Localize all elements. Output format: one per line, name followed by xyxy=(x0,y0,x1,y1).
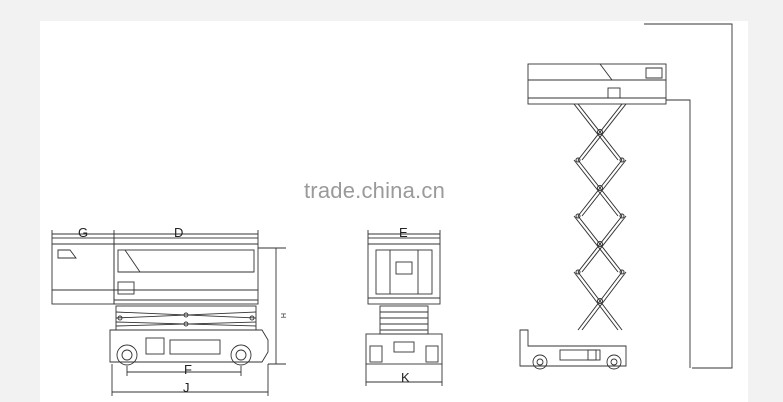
label-k: K xyxy=(401,370,410,385)
platform-extension xyxy=(51,237,115,305)
dim-line-max-height xyxy=(644,23,733,369)
label-f: F xyxy=(184,362,192,377)
elevated-chassis xyxy=(519,329,627,367)
main-platform xyxy=(113,237,259,305)
side-view-elevated xyxy=(519,23,733,370)
drawing-sheet xyxy=(40,21,748,402)
chassis xyxy=(109,329,269,363)
label-d: D xyxy=(174,225,184,240)
front-platform xyxy=(367,237,441,305)
label-j: J xyxy=(183,380,190,395)
label-e: E xyxy=(399,225,408,240)
side-view-stowed xyxy=(51,230,286,396)
front-wheel xyxy=(230,344,252,366)
elevated-platform xyxy=(527,63,667,105)
front-chassis xyxy=(365,333,443,365)
elevated-rear-wheel xyxy=(532,354,548,370)
watermark-text: trade.china.cn xyxy=(304,178,445,203)
label-g: G xyxy=(78,225,89,240)
front-view xyxy=(365,230,443,386)
label-h: H xyxy=(279,312,287,319)
scissor-stack-stowed xyxy=(115,305,257,331)
dim-line-platform-height xyxy=(666,99,691,368)
rear-wheel xyxy=(116,344,138,366)
elevated-front-wheel xyxy=(606,354,622,370)
elevated-scissor-arms xyxy=(573,103,627,331)
